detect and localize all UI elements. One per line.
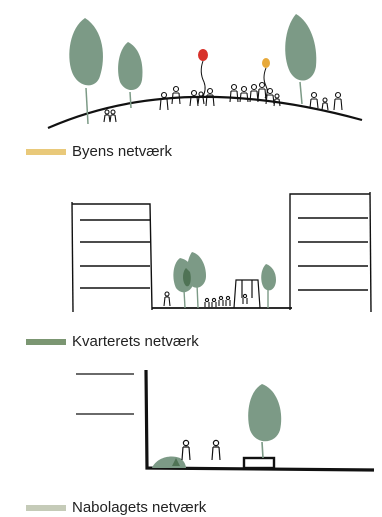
red-balloon: [198, 49, 208, 61]
city-network-illustration: [0, 0, 382, 140]
legend-swatch-city: [26, 148, 66, 155]
playground-frame: [233, 279, 261, 309]
courtyard-tree: [248, 384, 282, 442]
legend-label-district: Kvarterets netværk: [72, 333, 199, 350]
legend-label-local: Nabolagets netværk: [72, 499, 207, 516]
hill-outline: [47, 95, 363, 130]
legend-swatch-local: [26, 504, 66, 511]
legend-label-city: Byens netværk: [72, 143, 173, 160]
tree-right: [285, 14, 317, 81]
left-building: [71, 201, 153, 313]
local-network-illustration: [0, 362, 382, 492]
yellow-balloon: [262, 58, 270, 68]
legend-item-district: Kvarterets netværk: [26, 333, 199, 350]
tree-left: [69, 18, 104, 86]
courtyard-wall: [144, 369, 375, 472]
district-network-illustration: [0, 180, 382, 320]
right-building: [289, 191, 372, 313]
people-group-local: [181, 439, 221, 461]
people-group-district: [163, 291, 248, 307]
legend-item-local: Nabolagets netværk: [26, 499, 206, 516]
tree-center-left: [118, 42, 143, 91]
people-group: [103, 81, 343, 123]
legend-swatch-district: [26, 338, 66, 345]
raised-planter: [242, 456, 276, 470]
legend-item-city: Byens netværk: [26, 143, 172, 160]
